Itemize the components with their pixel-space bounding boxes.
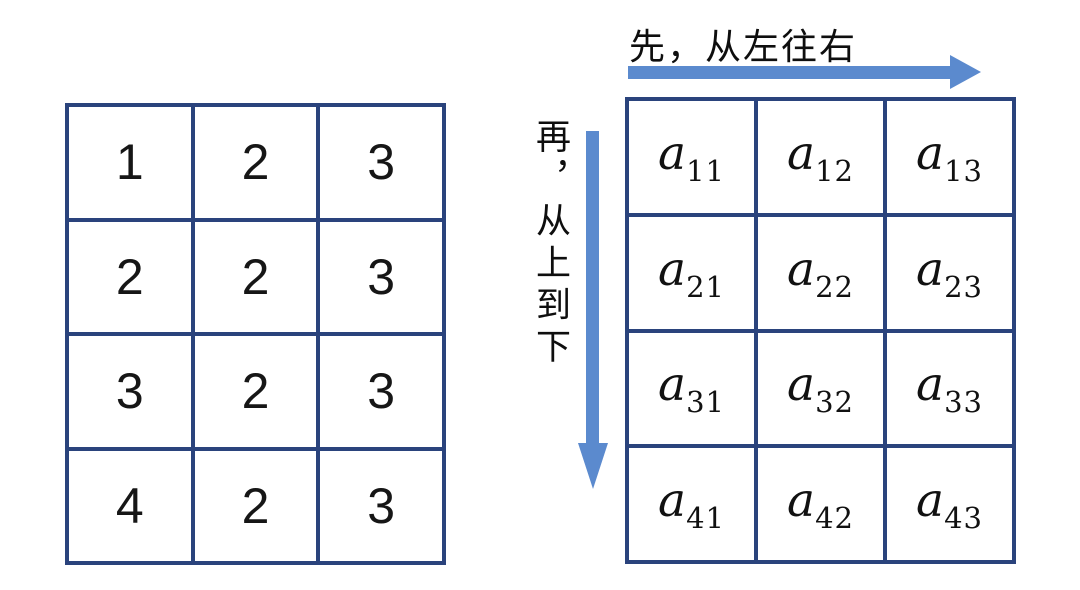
number-cell: 3 bbox=[316, 103, 446, 222]
table-row: 1 2 3 bbox=[65, 103, 446, 222]
matrix-variable: a bbox=[787, 357, 816, 413]
matrix-subscript: 32 bbox=[815, 385, 854, 420]
matrix-cell: a43 bbox=[883, 444, 1016, 564]
matrix-subscript: 12 bbox=[815, 153, 854, 188]
table-row: 4 2 3 bbox=[65, 446, 446, 565]
number-cell: 1 bbox=[65, 103, 195, 222]
matrix-variable: a bbox=[658, 473, 687, 529]
matrix-subscript: 31 bbox=[686, 385, 725, 420]
matrix-cell: a13 bbox=[883, 97, 1016, 217]
down-arrowhead-icon bbox=[578, 443, 608, 489]
vertical-direction-label: 再，从上到下 bbox=[531, 118, 570, 370]
number-cell: 3 bbox=[316, 332, 446, 451]
matrix-cell: a41 bbox=[625, 444, 758, 564]
right-arrowhead-icon bbox=[950, 55, 981, 89]
matrix-variable: a bbox=[916, 357, 945, 413]
matrix-cell: a23 bbox=[883, 212, 1016, 333]
number-cell: 2 bbox=[190, 332, 321, 451]
matrix-variable: a bbox=[787, 125, 816, 181]
matrix-subscript: 43 bbox=[944, 501, 983, 536]
matrix-subscript: 13 bbox=[944, 153, 983, 188]
matrix-variable: a bbox=[787, 241, 816, 297]
matrix-cell: a21 bbox=[625, 212, 758, 333]
table-row: a41 a42 a43 bbox=[625, 444, 1016, 564]
number-cell: 4 bbox=[65, 446, 195, 565]
top-to-bottom-arrow bbox=[586, 131, 599, 443]
matrix-variable: a bbox=[916, 241, 945, 297]
matrix-subscript: 23 bbox=[944, 269, 983, 304]
number-table: 1 2 3 2 2 3 3 2 3 4 2 3 bbox=[65, 103, 446, 565]
table-row: a11 a12 a13 bbox=[625, 97, 1016, 217]
matrix-cell: a33 bbox=[883, 328, 1016, 449]
matrix-variable: a bbox=[916, 125, 945, 181]
number-cell: 2 bbox=[190, 446, 321, 565]
matrix-subscript: 22 bbox=[815, 269, 854, 304]
table-row: a21 a22 a23 bbox=[625, 212, 1016, 333]
matrix-cell: a32 bbox=[754, 328, 887, 449]
matrix-subscript: 11 bbox=[686, 153, 725, 188]
matrix-cell: a11 bbox=[625, 97, 758, 217]
matrix-subscript: 21 bbox=[686, 269, 725, 304]
matrix-subscript: 41 bbox=[686, 501, 725, 536]
matrix-subscript: 33 bbox=[944, 385, 983, 420]
number-cell: 3 bbox=[316, 446, 446, 565]
table-row: a31 a32 a33 bbox=[625, 328, 1016, 449]
table-row: 3 2 3 bbox=[65, 332, 446, 451]
matrix-cell: a31 bbox=[625, 328, 758, 449]
matrix-cell: a12 bbox=[754, 97, 887, 217]
horizontal-direction-label: 先，从左往右 bbox=[629, 26, 858, 67]
matrix-variable: a bbox=[658, 241, 687, 297]
matrix-variable: a bbox=[658, 125, 687, 181]
number-cell: 2 bbox=[190, 217, 321, 336]
number-cell: 3 bbox=[65, 332, 195, 451]
matrix-variable: a bbox=[916, 473, 945, 529]
matrix-subscript: 42 bbox=[815, 501, 854, 536]
number-cell: 2 bbox=[65, 217, 195, 336]
number-cell: 3 bbox=[316, 217, 446, 336]
matrix-cell: a42 bbox=[754, 444, 887, 564]
number-cell: 2 bbox=[190, 103, 321, 222]
table-row: 2 2 3 bbox=[65, 217, 446, 336]
matrix-cell: a22 bbox=[754, 212, 887, 333]
matrix-index-table: a11 a12 a13 a21 a22 a23 a31 a32 a33 a41 … bbox=[625, 97, 1016, 564]
matrix-variable: a bbox=[787, 473, 816, 529]
matrix-variable: a bbox=[658, 357, 687, 413]
left-to-right-arrow bbox=[628, 66, 950, 79]
